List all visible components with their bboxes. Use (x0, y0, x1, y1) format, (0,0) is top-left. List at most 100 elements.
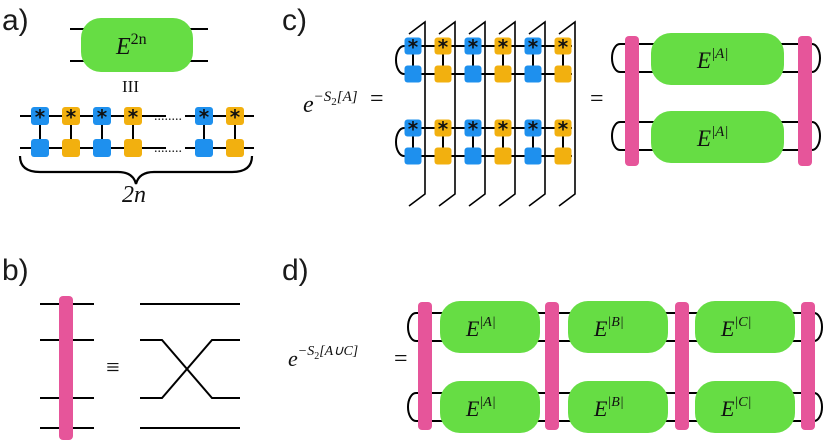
conj-tensor (494, 119, 512, 137)
renyi-entropy-lhs: e−S2[A] (303, 89, 358, 118)
conj-tensor (404, 37, 422, 55)
panel-c-label: c) (282, 4, 307, 37)
conj-tensor (124, 107, 142, 125)
conj-tensor-star: * (498, 117, 509, 141)
swap-operator (545, 302, 559, 430)
conj-tensor (554, 119, 572, 137)
tensor (62, 139, 80, 157)
tensor (464, 65, 482, 83)
swap-plate (498, 20, 516, 207)
conj-tensor (524, 37, 542, 55)
conj-tensor-star: * (468, 35, 479, 59)
equals-2: = (590, 86, 604, 112)
conj-tensor-star: * (199, 105, 210, 129)
equivalence-symbol: ≡ (106, 355, 120, 381)
wire-loop-right (813, 392, 823, 422)
tensor (524, 65, 542, 83)
wire-loop-right (813, 312, 823, 342)
transfer-block-label: E|C| (720, 315, 752, 341)
conj-tensor (31, 107, 49, 125)
transfer-matrix-block (81, 18, 193, 72)
conj-tensor-star: * (35, 105, 46, 129)
panel-d-label: d) (282, 254, 309, 287)
renyi-entropy-lhs: e−S2[A∪C] (288, 344, 358, 371)
block-top-label: E|A| (696, 46, 728, 73)
block-bottom-label: E|A| (696, 124, 728, 151)
conj-tensor-star: * (128, 105, 139, 129)
panel-c-network: ************ (395, 20, 576, 207)
conj-tensor-star: * (558, 117, 569, 141)
equals-1: = (370, 86, 384, 112)
conj-tensor (195, 107, 213, 125)
tensor (464, 147, 482, 165)
tensor (226, 139, 244, 157)
transfer-block (440, 301, 540, 353)
conj-tensor-star: * (528, 35, 539, 59)
block-bottom (651, 111, 784, 163)
swap-operator-right (798, 36, 812, 166)
conj-tensor-star: * (438, 117, 449, 141)
swap-operator (59, 296, 73, 440)
wire-loop (395, 127, 405, 157)
transfer-block (695, 381, 795, 433)
conj-tensor-star: * (230, 105, 241, 129)
panel-c-reduced: E|A| E|A| (611, 33, 821, 166)
tensor (93, 139, 111, 157)
panel-d-network: E|A|E|A|E|B|E|B|E|C|E|C| (407, 301, 823, 433)
conj-tensor (524, 119, 542, 137)
tensor (494, 65, 512, 83)
panel-c: c) e−S2[A] = = ************ E|A| E|A| (282, 4, 821, 207)
wire-loop-left (407, 312, 417, 342)
swap-wires (140, 303, 240, 429)
swap-plate (468, 20, 486, 207)
transfer-block (695, 301, 795, 353)
conj-tensor-star: * (468, 117, 479, 141)
panel-a: a) E2n III ........ ........ ****** 2n (2, 4, 254, 208)
panel-b: b) ≡ (2, 254, 240, 440)
tensor (124, 139, 142, 157)
swap-plate (558, 20, 576, 207)
panel-a-label: a) (2, 4, 29, 37)
conj-tensor-star: * (408, 117, 419, 141)
transfer-block-label: E|B| (593, 395, 624, 421)
conj-tensor-star: * (408, 35, 419, 59)
conj-tensor (464, 37, 482, 55)
tensor (554, 147, 572, 165)
transfer-block-label: E|C| (720, 395, 752, 421)
conj-tensor-star: * (528, 117, 539, 141)
swap-plate (528, 20, 546, 207)
block-base: E (115, 34, 131, 60)
panel-b-label: b) (2, 254, 29, 287)
panel-a-tensors: * * * * * * (31, 105, 244, 157)
conj-tensor-star: * (438, 35, 449, 59)
conj-tensor (434, 37, 452, 55)
conj-tensor-star: * (498, 35, 509, 59)
transfer-block-label: E|B| (593, 315, 624, 341)
block-exponent: 2n (131, 31, 147, 48)
conj-tensor-star: * (66, 105, 77, 129)
swap-operator (675, 302, 689, 430)
tensor (494, 147, 512, 165)
dots-top: ........ (154, 109, 182, 124)
tensor (404, 65, 422, 83)
swap-operator-left (625, 36, 639, 166)
brace-label: 2n (122, 182, 146, 208)
wire-loop-left (407, 392, 417, 422)
swap-operator (801, 302, 815, 430)
conj-tensor-star: * (97, 105, 108, 129)
dots-bottom: ........ (154, 141, 182, 156)
tensor (434, 65, 452, 83)
transfer-block-label: E|A| (465, 315, 496, 341)
tensor (434, 147, 452, 165)
block-label: E2n (115, 31, 147, 60)
tensor (524, 147, 542, 165)
swap-plate (438, 20, 456, 207)
wire-loop (395, 45, 405, 75)
tensor (31, 139, 49, 157)
tensor (554, 65, 572, 83)
conj-tensor (554, 37, 572, 55)
conj-tensor (226, 107, 244, 125)
tensor (404, 147, 422, 165)
conj-tensor (62, 107, 80, 125)
transfer-block (440, 381, 540, 433)
